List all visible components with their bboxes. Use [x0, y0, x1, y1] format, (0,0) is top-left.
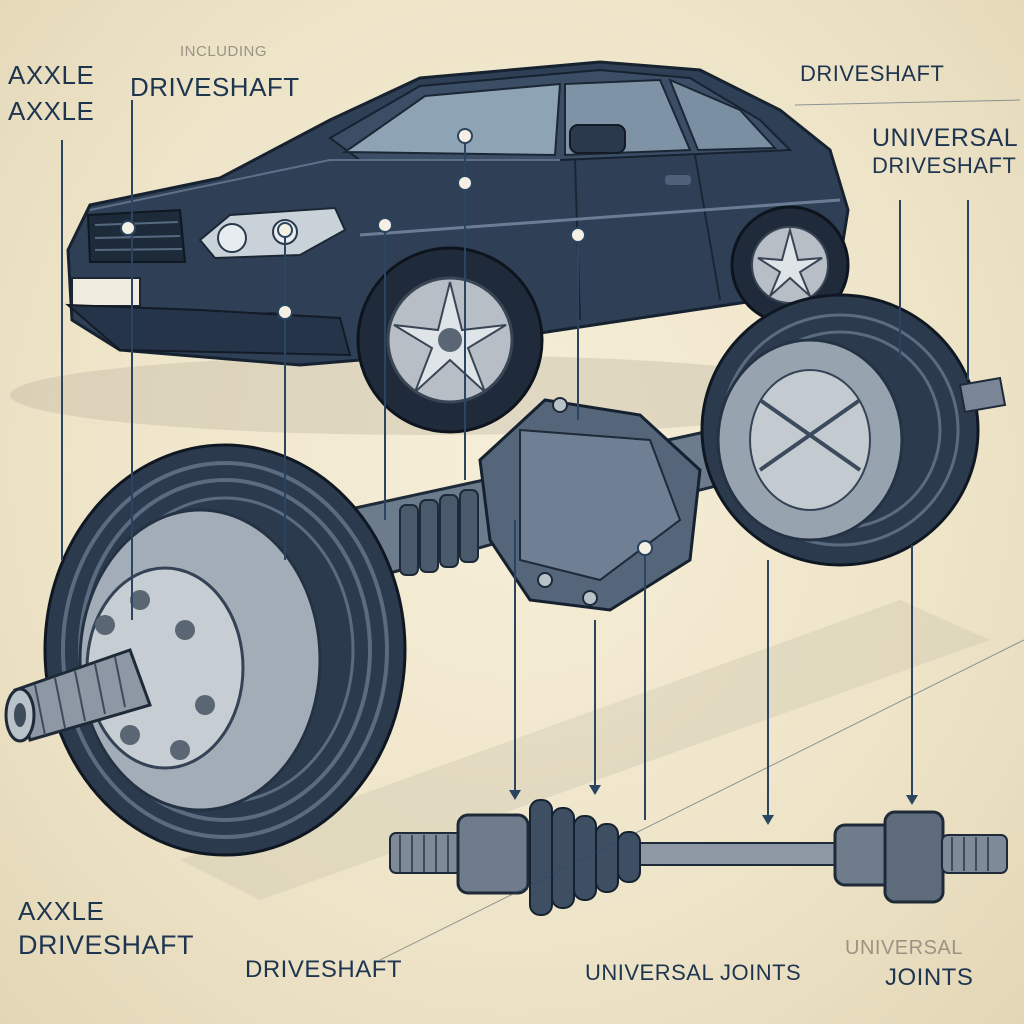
label-axxle-bottom: AXXLE: [18, 896, 105, 926]
universal-joint-left: [456, 813, 530, 895]
callout-lines: [61, 99, 1024, 961]
label-universal-joints: UNIVERSAL JOINTS: [585, 960, 802, 985]
label-including: INCLUDING: [180, 43, 268, 60]
label-axxle-top-2: AXXLE: [8, 96, 95, 126]
car-sedan: [65, 60, 850, 434]
callout-arrowheads: [509, 785, 918, 825]
axle-left-spline: [4, 648, 152, 743]
driveshaft-right-spline: [941, 834, 1008, 874]
label-driveshaft-top-left: DRIVESHAFT: [130, 72, 300, 102]
car-rear-wheel: [730, 205, 850, 325]
axle-right-stub: [958, 376, 1007, 414]
driveshaft-left-spline: [389, 832, 466, 874]
driveshaft-main-tube: [639, 842, 841, 866]
label-driveshaft-bottom-left: DRIVESHAFT: [18, 930, 195, 960]
callout-markers: [120, 128, 653, 556]
label-universal-right: UNIVERSAL: [872, 124, 1019, 152]
car-windshield: [341, 82, 562, 157]
axle-left-wheel: [43, 443, 407, 857]
cv-boot: [529, 799, 641, 916]
label-driveshaft-bottom-mid: DRIVESHAFT: [245, 956, 403, 983]
label-joints: JOINTS: [885, 964, 974, 991]
axle-right-wheel: [700, 293, 980, 567]
axle-bellows: [399, 489, 479, 576]
car-rear-window: [668, 78, 778, 152]
label-universal-faint: UNIVERSAL: [845, 937, 963, 959]
label-axxle-top-1: AXXLE: [8, 60, 95, 90]
driveshaft-detail: [389, 799, 1008, 916]
car-mirror: [569, 124, 626, 154]
car-license-plate: [71, 277, 141, 307]
label-driveshaft-top-right: DRIVESHAFT: [800, 61, 945, 86]
car-front-wheel: [356, 246, 544, 434]
axle-assembly: [4, 293, 1007, 857]
label-driveshaft-right: DRIVESHAFT: [872, 153, 1017, 178]
